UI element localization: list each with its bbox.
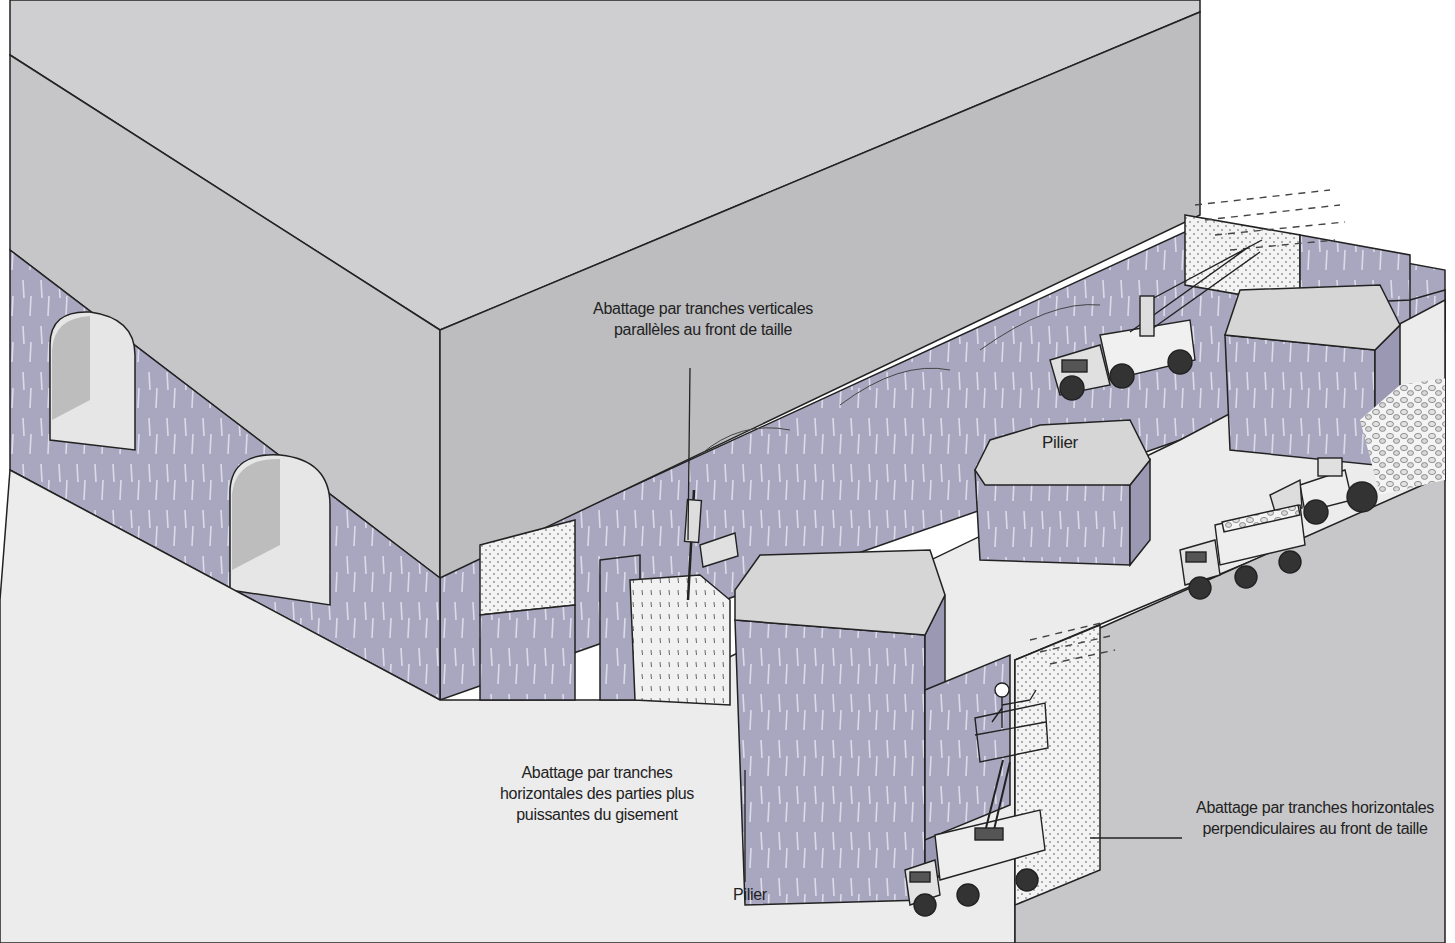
basket-lift-truck-part	[975, 722, 1046, 735]
loader-and-rubble-part	[1360, 378, 1445, 495]
drill-jumbo-part	[1130, 240, 1262, 336]
callout-text: Abattage par tranches verticales parallè…	[584, 298, 822, 340]
left-gallery-wall-part	[52, 316, 90, 420]
drill-jumbo-part	[1140, 296, 1154, 336]
callout-text: Abattage par tranches horizontales perpe…	[1184, 797, 1446, 839]
working-faces-part	[480, 520, 575, 615]
working-faces-part	[480, 605, 575, 700]
basket-lift-truck-part	[914, 894, 936, 916]
floor	[0, 300, 1445, 943]
loader-and-rubble-part	[1304, 500, 1328, 524]
roof-slab-part	[440, 12, 1200, 578]
pillar-part	[735, 550, 945, 635]
left-gallery-wall-part	[232, 459, 280, 570]
callout-text: Pilier	[710, 884, 790, 905]
leader-line	[688, 368, 1182, 882]
pillar-part	[925, 655, 1010, 840]
basket-lift-truck-part	[992, 690, 1036, 728]
leader-line-part	[1090, 837, 1182, 838]
basket-lift-truck-part	[910, 872, 930, 882]
haul-truck-part	[1279, 551, 1301, 573]
jackleg-drill-part	[700, 533, 738, 567]
working-faces-part	[1015, 625, 1100, 905]
drill-jumbo	[1050, 240, 1262, 400]
loader-and-rubble-part	[1318, 458, 1342, 476]
working-faces-part	[630, 575, 730, 705]
loader-and-rubble	[1270, 378, 1445, 524]
haul-truck-part	[1222, 505, 1300, 532]
pillar-node: Pilier	[965, 415, 1155, 570]
left-gallery-wall-part	[50, 312, 135, 450]
haul-truck-part	[1235, 566, 1257, 588]
basket-lift-truck-part	[975, 828, 1003, 840]
pillar-label: Pilier	[965, 433, 1155, 453]
haul-truck	[1180, 505, 1305, 599]
blast-lines-part	[1030, 622, 1115, 664]
callout-text: Abattage par tranches horizontales des p…	[492, 762, 702, 825]
drill-jumbo-part	[1060, 376, 1084, 400]
blast-lines-part	[1195, 190, 1345, 250]
pillar-part	[1225, 335, 1375, 465]
pillar-part	[735, 620, 925, 905]
jackleg-drill-part	[685, 500, 702, 543]
leader-line-part	[744, 770, 745, 882]
left-gallery-wall-part	[230, 455, 330, 605]
basket-lift-truck	[905, 683, 1048, 916]
drill-jumbo-part	[1110, 364, 1134, 388]
basket-lift-truck-part	[985, 760, 1010, 834]
haul-truck-part	[1189, 577, 1211, 599]
leader-line-part	[688, 368, 690, 540]
loader-and-rubble-part	[1347, 482, 1377, 512]
drill-jumbo-part	[1062, 360, 1087, 372]
basket-lift-truck-part	[995, 683, 1009, 697]
pillar-shape-part	[975, 420, 1150, 485]
basket-lift-truck-part	[957, 884, 979, 906]
basket-lift-truck-part	[975, 703, 1048, 762]
haul-truck-part	[1186, 552, 1206, 562]
jackleg-drill	[685, 490, 738, 600]
pillar-part	[1225, 285, 1400, 350]
drill-jumbo-part	[1168, 350, 1192, 374]
basket-lift-truck-part	[1016, 869, 1038, 891]
floor-part	[0, 300, 1445, 943]
